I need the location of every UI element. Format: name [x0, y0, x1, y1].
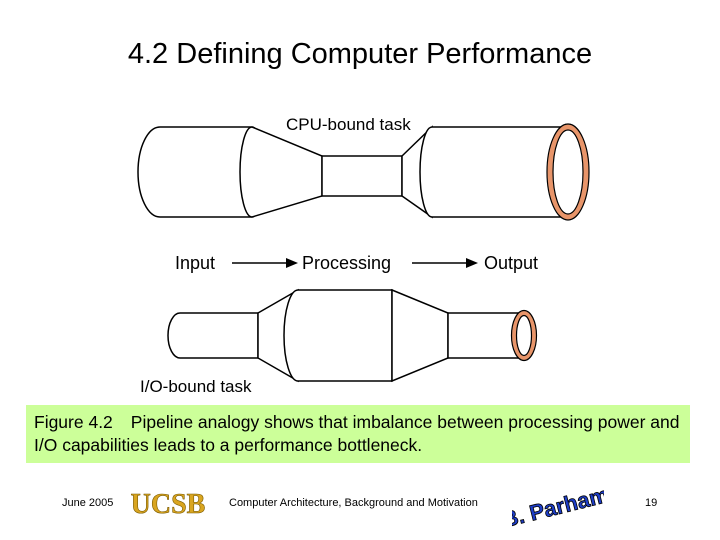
- signature-text: B. Parhami: [512, 480, 604, 530]
- io-converging-cone: [391, 288, 449, 383]
- cpu-output-rim: [547, 124, 589, 220]
- stage-row: Input Processing Output: [175, 253, 538, 273]
- stage-input-label: Input: [175, 253, 215, 273]
- io-bound-pipe: [167, 288, 538, 383]
- ucsb-logo: UCSB: [120, 486, 216, 520]
- cpu-processing-tube: [321, 155, 403, 197]
- ucsb-logo-text: UCSB: [131, 489, 206, 520]
- cpu-output-segment: [419, 126, 569, 218]
- io-output-rim: [512, 311, 536, 360]
- footer-course: Computer Architecture, Background and Mo…: [229, 497, 478, 509]
- io-processing-segment: [283, 289, 393, 382]
- io-bound-label: I/O-bound task: [140, 377, 252, 396]
- cpu-bound-label: CPU-bound task: [286, 115, 411, 134]
- cpu-bound-pipe: [137, 123, 590, 221]
- page-number: 19: [645, 497, 658, 509]
- stage-output-label: Output: [484, 253, 538, 273]
- footer-date: June 2005: [62, 497, 114, 509]
- arrow-processing-to-output: [466, 258, 478, 268]
- stage-processing-label: Processing: [302, 253, 391, 273]
- figure-number: Figure 4.2: [34, 412, 113, 432]
- slide-title: 4.2 Defining Computer Performance: [127, 38, 593, 70]
- signature-logo: B. Parhami: [512, 480, 604, 530]
- cpu-converging-cone: [239, 126, 323, 218]
- arrow-input-to-processing: [286, 258, 298, 268]
- io-input-tube: [167, 312, 259, 359]
- caption-text: Pipeline analogy shows that imbalance be…: [34, 412, 680, 455]
